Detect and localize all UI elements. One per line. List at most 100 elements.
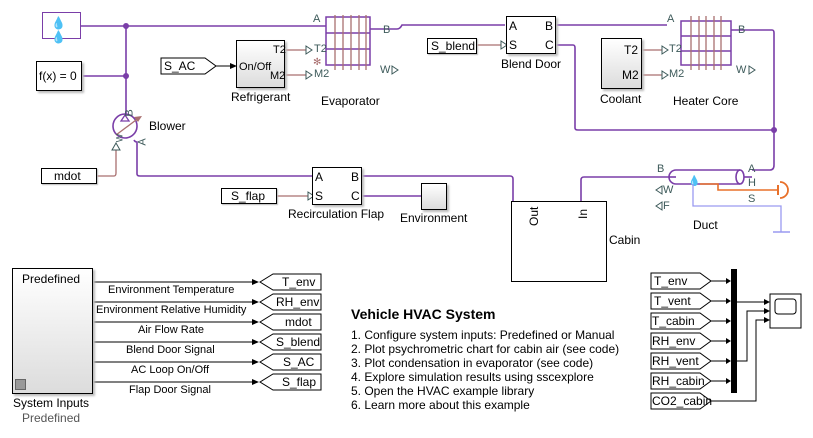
signal-line-mdot[interactable] [97, 150, 117, 177]
from-tag-sac[interactable] [160, 57, 217, 75]
from-t-cabin[interactable]: T_cabin [652, 314, 695, 328]
link-psychrometric-chart[interactable]: 2. Plot psychrometric chart for cabin ai… [351, 342, 620, 356]
port-triangle [500, 40, 508, 50]
trace-line[interactable] [692, 184, 782, 232]
droplets-icon: 💧💧 [51, 16, 66, 44]
signal-label-ac-loop: AC Loop On/Off [131, 364, 210, 376]
refrigerant-port-onoff: On/Off [239, 61, 272, 73]
from-t-vent[interactable]: T_vent [654, 294, 691, 308]
goto-s-flap[interactable]: S_flap [282, 375, 317, 389]
blower-port-a: A [136, 138, 149, 146]
solver-label: f(x) = 0 [39, 69, 77, 83]
droplets-icon: 💧 [688, 174, 700, 187]
system-inputs-block[interactable]: Predefined [12, 268, 93, 394]
from-rh-env[interactable]: RH_env [652, 334, 696, 348]
port-triangle [307, 191, 315, 201]
blend-door-block[interactable]: A B S C [506, 16, 556, 54]
from-tags [650, 272, 712, 410]
from-mdot[interactable]: mdot [41, 168, 97, 184]
port-triangle [748, 65, 756, 75]
junction-dot [123, 23, 129, 29]
blower-port-w: W [114, 133, 125, 143]
evaporator-icon[interactable] [325, 15, 371, 70]
signal-label-env-rh: Environment Relative Humidity [96, 304, 247, 316]
port-triangle [391, 65, 399, 75]
air-line-heater-duct[interactable] [731, 29, 775, 171]
signal-label-blend-door: Blend Door Signal [126, 344, 215, 356]
coolant-port-m2: M2 [622, 68, 639, 82]
port-triangle [661, 70, 669, 80]
coolant-label: Coolant [600, 92, 642, 106]
link-hvac-library[interactable]: 5. Open the HVAC example library [351, 384, 535, 398]
thermal-line[interactable] [700, 183, 778, 191]
duct-label: Duct [693, 218, 718, 232]
scope-screen-icon [774, 298, 797, 315]
evaporator-port-t2: T2 [314, 43, 327, 55]
from-co2-cabin[interactable]: CO2_cabin [652, 394, 713, 408]
from-t-env[interactable]: T_env [654, 274, 688, 288]
link-sscexplore[interactable]: 4. Explore simulation results using ssce… [351, 370, 594, 384]
air-line-evap-blend[interactable] [370, 24, 505, 30]
port-triangle [661, 45, 669, 55]
duct-port-b: B [657, 163, 665, 175]
refrigerant-port-m2: M2 [270, 70, 286, 82]
heater-core-port-b: B [738, 24, 746, 36]
coolant-block[interactable]: T2 M2 [601, 38, 642, 89]
goto-tags [259, 273, 322, 391]
variant-subsystem-icon [15, 379, 26, 390]
solver-configuration-block[interactable]: f(x) = 0 [36, 61, 82, 91]
heater-core-port-m2: M2 [669, 68, 685, 80]
evaporator-label: Evaporator [321, 94, 380, 108]
signal-label-flap-door: Flap Door Signal [129, 384, 211, 396]
air-line-flap-b-cabin[interactable] [358, 175, 514, 205]
duct-port-f: F [663, 200, 670, 212]
cabin-port-in: In [576, 208, 590, 219]
link-configure-inputs[interactable]: 1. Configure system inputs: Predefined o… [351, 328, 615, 342]
blower-icon[interactable] [112, 113, 142, 139]
blend-door-port-a: A [509, 19, 518, 33]
cabin-block[interactable]: Out In [511, 201, 607, 282]
air-line-blower-a[interactable] [133, 139, 313, 177]
recirc-flap-port-s: S [315, 189, 324, 203]
from-sac-label: S_AC [164, 59, 196, 73]
from-rh-vent[interactable]: RH_vent [652, 354, 699, 368]
goto-s-ac[interactable]: S_AC [283, 355, 315, 369]
goto-s-blend[interactable]: S_blend [276, 335, 321, 349]
recirc-flap-label: Recirculation Flap [288, 207, 385, 221]
recirc-flap-port-b: B [351, 170, 360, 184]
blend-door-label: Blend Door [501, 57, 562, 71]
snowflake-icon: ✻ [313, 57, 321, 68]
evaporator-port-b: B [383, 24, 391, 36]
example-links: 1. Configure system inputs: Predefined o… [351, 328, 619, 412]
from-rh-cabin[interactable]: RH_cabin [652, 374, 705, 388]
evaporator-port-a: A [313, 13, 321, 25]
link-condensation-plot[interactable]: 3. Plot condensation in evaporator (see … [351, 356, 594, 370]
blend-door-port-b: B [545, 19, 554, 33]
from-sblend[interactable]: S_blend [427, 38, 477, 54]
environment-block[interactable] [421, 183, 447, 210]
port-triangle [655, 185, 663, 195]
system-input-lines [92, 281, 252, 383]
refrigerant-block[interactable]: T2 On/Off M2 [236, 40, 286, 88]
air-line-duct-cabin[interactable] [580, 176, 670, 205]
goto-mdot[interactable]: mdot [285, 315, 312, 329]
moisture-source-block[interactable]: 💧💧 [42, 12, 81, 44]
link-learn-more[interactable]: 6. Learn more about this example [351, 398, 530, 412]
from-mdot-label: mdot [54, 169, 81, 183]
arrow-head [230, 63, 237, 69]
goto-rh-env[interactable]: RH_env [276, 295, 320, 309]
air-line-blend-bypass[interactable] [530, 44, 774, 131]
recirc-flap-port-a: A [315, 170, 324, 184]
duct-port-s: S [748, 193, 756, 205]
signal-label-air-flow: Air Flow Rate [138, 324, 205, 336]
from-sflap-label: S_flap [231, 189, 266, 203]
model-title: Vehicle HVAC System [351, 306, 496, 322]
from-sflap[interactable]: S_flap [221, 188, 277, 204]
goto-t-env[interactable]: T_env [282, 275, 316, 289]
recirculation-flap-block[interactable]: A B S C [312, 167, 362, 205]
heater-core-icon[interactable] [680, 16, 732, 70]
mux-block[interactable] [731, 269, 737, 393]
cabin-port-out: Out [527, 206, 541, 226]
air-connections [81, 24, 775, 205]
coolant-port-t2: T2 [624, 43, 639, 57]
